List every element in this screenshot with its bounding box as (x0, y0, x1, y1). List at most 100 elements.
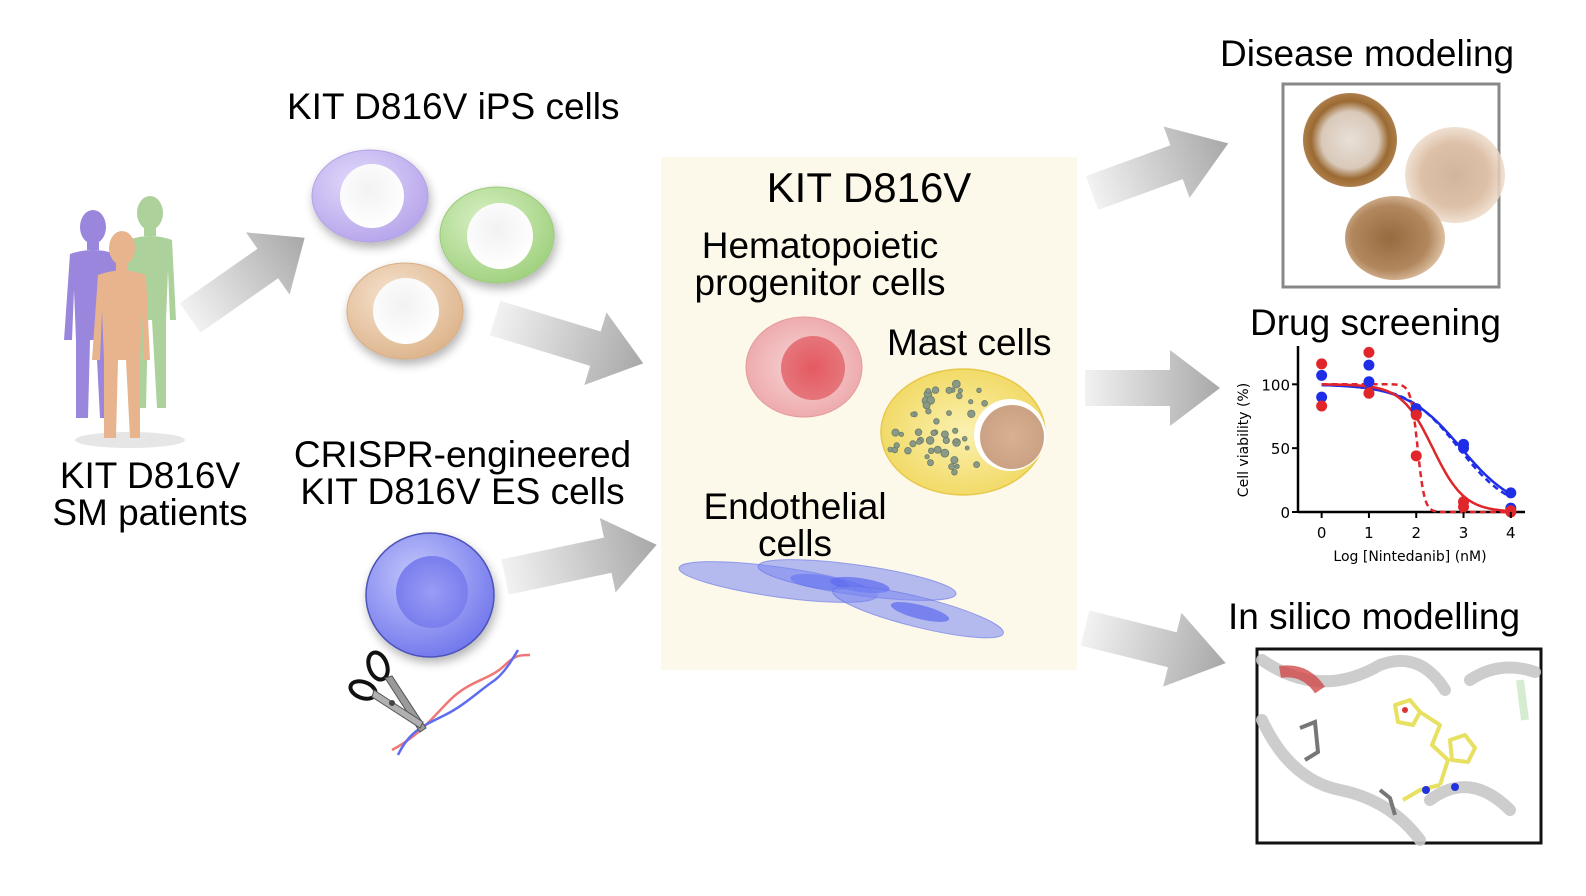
mast-cell-granule (968, 399, 974, 405)
chart-fit-curve-red-dashed (1321, 383, 1511, 514)
mast-cell-granule (955, 392, 963, 400)
es-cells-label: CRISPR-engineered KIT D816V ES cells (275, 436, 650, 510)
arrow-to-disease-modeling (1085, 126, 1229, 210)
mast-cell-granule (976, 387, 982, 393)
mast-cell-granule (951, 469, 958, 476)
chart-data-points (1316, 346, 1517, 518)
chart-x-axis-label: Log [Nintedanib] (nM) (1333, 549, 1486, 565)
stained-mast-cell-3 (1345, 196, 1445, 280)
chart-x-tick-label: 3 (1459, 524, 1469, 542)
mast-cell-granule (953, 438, 959, 444)
mast-cell-granule (925, 436, 935, 445)
chart-y-tick-label: 50 (1271, 440, 1290, 458)
chart-fit-curve-blue-dashed (1321, 383, 1512, 499)
chart-point-red (1363, 346, 1375, 358)
mast-cell-granule (951, 379, 961, 389)
mast-cell-granule (925, 387, 931, 394)
mast-cell-granule (927, 459, 934, 467)
mast-cell-granule (952, 427, 959, 434)
mast-cell-granule (925, 408, 932, 415)
endothelial-label-line2: cells (757, 523, 833, 564)
chart-y-axis-label: Cell viability (%) (1236, 383, 1252, 497)
disease-modeling-image (1281, 82, 1505, 289)
chart-point-red (1458, 501, 1470, 513)
mast-cell-granule (948, 463, 955, 471)
arrow-to-in-silico (1080, 610, 1226, 687)
chart-point-blue (1316, 369, 1328, 381)
es-cells-label-line2: KIT D816V ES cells (300, 471, 625, 512)
mast-cell-granule (946, 410, 952, 417)
chart-point-red (1316, 400, 1328, 412)
chart-y-tick-label: 100 (1261, 376, 1290, 394)
mast-cell-granule (922, 401, 931, 410)
mast-cell-granule (893, 442, 900, 449)
patient-figure-peach-icon (92, 231, 150, 438)
mast-cell-granule (924, 454, 930, 460)
mast-cell-icon (880, 368, 1046, 496)
mast-cell-granule (950, 456, 959, 465)
center-panel-title: KIT D816V (766, 164, 972, 211)
mast-cell-granule (933, 418, 940, 425)
chart-point-blue (1505, 487, 1517, 499)
chart-x-tick-label: 1 (1364, 524, 1374, 542)
in-silico-title: In silico modelling (1228, 596, 1521, 637)
chart-point-blue (1458, 442, 1470, 454)
stained-mast-cell-2 (1405, 127, 1505, 223)
mast-cell-granule (940, 448, 950, 458)
mast-cell-granule (967, 409, 976, 418)
mast-cell-granule (973, 461, 980, 469)
mast-cell-granule (931, 386, 940, 394)
mast-cell-granule (933, 445, 942, 454)
disease-modeling-title: Disease modeling (1220, 33, 1515, 74)
mast-cell-granule (910, 411, 916, 417)
mast-cell-granule (954, 463, 960, 469)
mast-cell-granule (914, 428, 923, 436)
patients-label: KIT D816V SM patients (45, 457, 255, 531)
arrow-to-drug-screening (1085, 350, 1220, 426)
ips-cell-purple-icon (311, 149, 429, 243)
stained-mast-cell-1 (1303, 93, 1397, 187)
chart-point-red (1410, 409, 1422, 421)
endothelial-label: Endothelial cells (690, 488, 900, 562)
mast-cell-granule (957, 387, 963, 394)
hpc-label-line2: progenitor cells (694, 262, 946, 303)
chart-x-tick-label: 0 (1317, 524, 1327, 542)
arrow-patients-to-ips (179, 232, 305, 333)
endothelial-label-line1: Endothelial (703, 486, 887, 527)
mast-cell-granule (928, 447, 935, 454)
mast-cells-label: Mast cells (887, 322, 1052, 363)
mast-cell-granule (904, 447, 912, 455)
chart-point-red (1363, 387, 1375, 399)
patients-label-line1: KIT D816V (59, 455, 241, 496)
mast-cell-granule (909, 440, 917, 448)
chart-point-blue (1363, 359, 1375, 371)
ips-cell-peach-icon (346, 262, 464, 360)
patients-label-line2: SM patients (52, 492, 248, 533)
patients-figures-icon (64, 196, 185, 448)
hpc-label-line1: Hematopoietic (701, 225, 939, 266)
arrow-es-to-center (501, 517, 657, 595)
chart-point-blue (1316, 391, 1328, 403)
es-cell-icon (365, 532, 495, 658)
scissors-icon (348, 650, 427, 733)
arrow-ips-to-center (489, 300, 644, 386)
chart-x-tick-label: 2 (1411, 524, 1421, 542)
mast-cell-granule (945, 386, 953, 394)
mast-cell-granule (961, 435, 968, 442)
mast-cell-granule (930, 429, 937, 437)
mast-cell-granule (898, 431, 905, 437)
chart-x-tick-label: 4 (1506, 524, 1516, 542)
dna-helix-icon (391, 649, 531, 756)
ips-cells-label: KIT D816V iPS cells (287, 86, 620, 127)
mast-cell-granule (964, 445, 970, 451)
chart-point-red (1410, 450, 1422, 462)
es-cells-label-line1: CRISPR-engineered (293, 434, 632, 475)
chart-fit-curve-blue-solid (1321, 383, 1512, 496)
in-silico-modelling-image (1255, 647, 1543, 846)
mast-cell-granule (916, 438, 922, 445)
chart-axes (1296, 346, 1525, 514)
ips-cell-green-icon (439, 186, 555, 284)
mast-cell-granule (942, 436, 950, 444)
